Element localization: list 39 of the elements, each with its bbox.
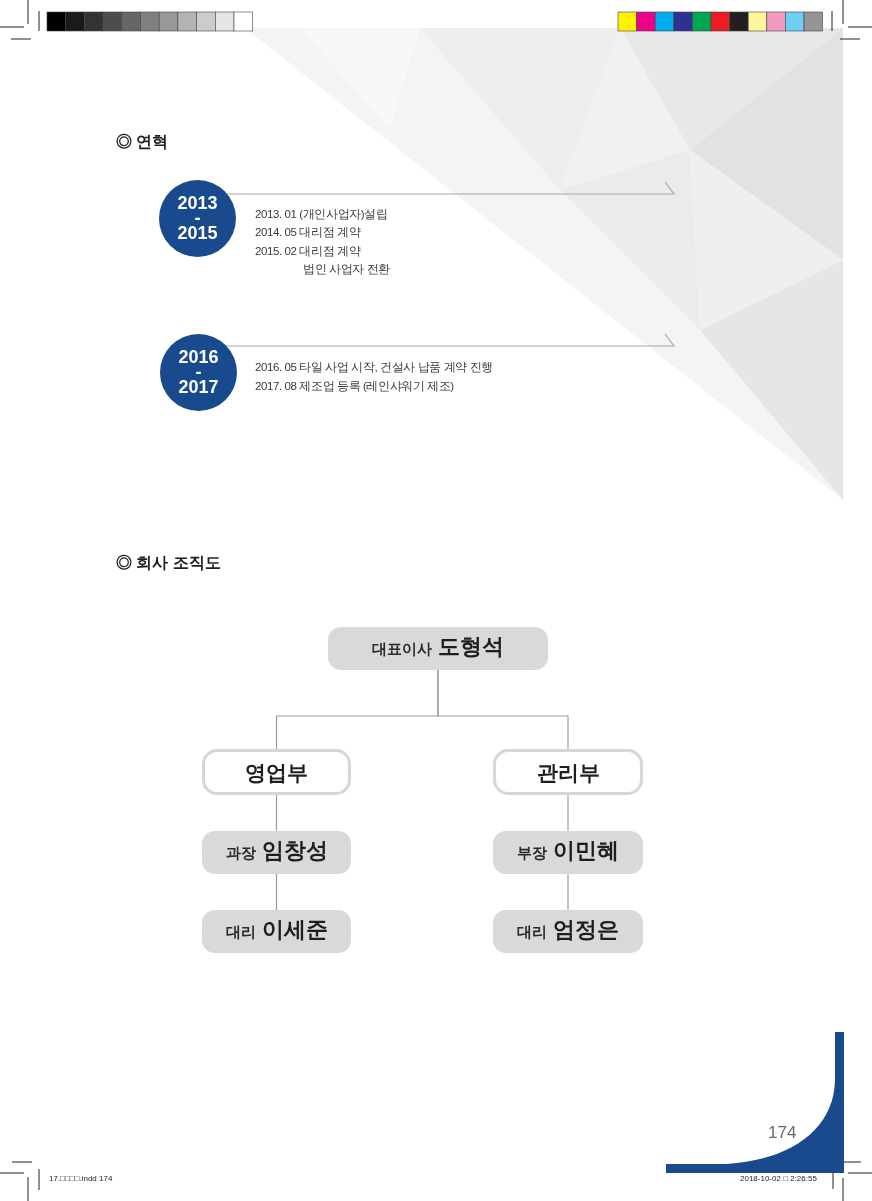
timeline-entry: 2017. 08 제조업 등록 (레인샤워기 제조) [255,379,454,394]
person-name: 이세준 [261,917,328,943]
department-box [202,749,351,795]
slug-text: 2018-10-02 □ 2:26:55 [740,1174,817,1184]
org-chart-box [493,831,643,874]
timeline-entry: 법인 사업자 전환 [303,262,390,277]
timeline-entry: 2016. 05 타일 사업 시작, 건설사 납품 계약 진행 [255,360,493,375]
year-circle [160,334,237,411]
job-title: 과장 [225,844,256,862]
person-name: 임창성 [261,838,328,864]
connector-line [567,873,569,911]
connector-line [275,873,278,911]
department-name: 관리부 [536,759,600,786]
year-range: 2013 - 2015 [176,196,219,241]
person-name: 도형석 [438,634,504,660]
section-heading: ◎ 연혁 [116,132,169,152]
page-number: 174 [768,1122,797,1143]
org-chart-box [328,627,548,670]
connector-line [567,794,569,832]
slug-text: 17.□□□□.indd 174 [49,1174,113,1184]
job-title: 대리 [517,923,547,941]
person-name: 엄정은 [553,917,619,943]
timeline-entry: 2015. 02 대리점 계약 [255,244,361,259]
job-title: 대표이사 [372,640,432,658]
timeline-entry: 2013. 01 (개인사업자)설립 [255,207,388,222]
job-title: 대리 [225,923,256,941]
department-name: 영업부 [245,759,308,786]
year-circle [159,180,236,257]
connector-line [275,794,278,832]
person-name: 이민혜 [553,838,619,864]
department-box [493,749,643,795]
job-title: 부장 [517,844,547,862]
org-chart-box [493,910,643,953]
year-range: 2016 - 2017 [177,350,220,395]
section-heading: ◎ 회사 조직도 [116,553,221,573]
timeline-entry: 2014. 05 대리점 계약 [255,225,361,240]
org-chart-box [202,831,351,874]
org-chart-box [202,910,351,953]
connector-line [437,669,569,750]
